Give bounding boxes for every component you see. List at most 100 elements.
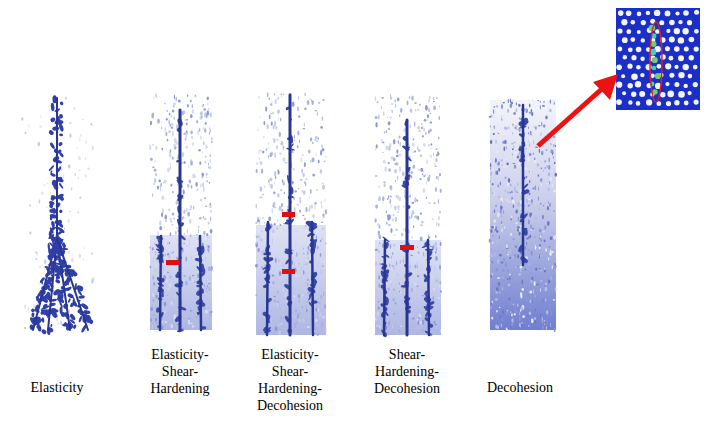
crack-debris [47,287,54,292]
particle-speck [508,201,510,202]
particle-speck [285,162,288,164]
particle-speck [155,173,157,177]
particle-speck [498,196,500,199]
particle-speck [50,193,52,194]
particle-speck [268,147,269,149]
particle-speck [202,151,203,153]
particle-speck [320,126,323,129]
particle-speck [530,300,532,304]
particle-speck [400,142,402,147]
particle-speck [522,283,524,288]
particle-speck [506,248,509,249]
particle-speck [186,257,187,262]
particle-speck [533,140,535,144]
particle-speck [393,266,395,270]
particle-speck [528,250,529,252]
particle-speck [174,116,176,120]
particle-speck [377,314,379,319]
particle-speck [548,181,550,184]
particle-speck [403,258,404,263]
particle-speck [57,323,59,325]
particle-speck [190,100,192,103]
particle-speck [271,101,273,106]
crack-debris [58,141,63,146]
particle-speck [183,216,185,219]
particle-speck [513,146,514,148]
particle-speck [399,115,401,117]
particle-speck [305,178,307,180]
particle-speck [275,258,277,264]
particle-speck [543,124,545,128]
crack-debris [51,221,56,228]
particle-speck [207,180,208,182]
particle-speck [490,254,493,258]
particle-speck [433,288,435,291]
particle-speck [495,111,497,113]
particle-speck [376,324,379,327]
particle-speck [542,298,544,303]
particle-speck [432,245,434,249]
particle-speck [183,242,185,244]
particle-speck [419,313,422,317]
particle-speck [206,176,207,178]
particle-speck [555,287,557,292]
crack-debris [50,170,53,174]
particle-speck [542,105,545,107]
particle-speck [295,293,297,296]
particle-speck [411,288,413,293]
particle-speck [65,97,67,100]
particle-speck [518,104,520,107]
particle-speck [191,185,193,189]
particle-speck [499,315,500,320]
particle-speck [513,112,516,115]
particle-speck [196,189,198,191]
particle-speck [322,292,324,295]
particle-speck [410,176,412,179]
particle-speck [294,139,296,140]
particle-speck [386,221,387,224]
particle-speck [543,102,545,104]
particle-speck [159,220,162,225]
particle-speck [539,268,540,270]
particle-speck [192,279,194,283]
particle-speck [165,220,167,222]
particle-speck [208,166,211,168]
particle-speck [375,116,378,119]
particle-speck [390,200,391,204]
particle-speck [164,302,167,306]
particle-speck [209,268,212,271]
particle-speck [322,148,325,151]
particle-speck [210,154,211,157]
crack-line [57,238,88,330]
particle-speck [394,267,395,271]
particle-speck [435,324,438,326]
particle-speck [312,158,315,163]
particle-speck [315,110,317,111]
particle-speck [390,117,392,119]
particle-speck [154,169,157,172]
particle-speck [314,202,316,205]
particle-speck [189,276,191,281]
particle-speck [273,191,275,193]
particle-speck [150,266,152,268]
particle-speck [317,112,318,116]
particle-speck [165,132,167,136]
particle-speck [27,307,29,311]
crack-debris [67,298,71,303]
particle-speck [258,262,260,265]
particle-speck [540,178,542,182]
crack-debris [31,312,35,317]
particle-speck [283,157,286,161]
particle-speck [150,121,152,126]
particle-speck [275,326,278,331]
particle-speck [410,265,411,269]
particle-speck [429,122,432,124]
particle-speck [320,295,322,300]
particle-speck [549,158,550,163]
particle-speck [394,313,396,314]
particle-speck [255,294,257,296]
particle-speck [275,176,276,179]
particle-speck [509,249,511,254]
particle-speck [205,155,207,157]
particle-speck [511,274,512,277]
